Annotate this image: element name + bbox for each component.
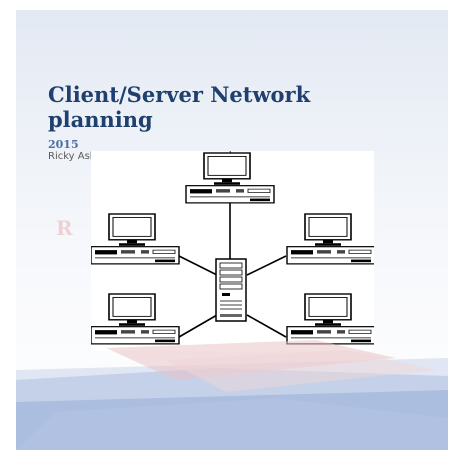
workstation-upper-right <box>286 213 374 265</box>
workstation-upper-left <box>91 213 180 265</box>
workstation-lower-left <box>91 293 180 345</box>
network-links <box>178 203 287 338</box>
document-author: Ricky Asher <box>48 151 107 162</box>
server-icon <box>215 258 247 322</box>
decorative-band <box>16 340 448 450</box>
document-title: Client/Server Network planning <box>48 82 311 132</box>
document-year: 2015 <box>48 138 79 151</box>
network-diagram-svg <box>91 151 374 345</box>
workstation-top <box>185 152 275 204</box>
workstation-lower-right <box>286 293 374 345</box>
network-diagram <box>91 151 374 351</box>
cover-page: Client/Server Network planning 2015 Rick… <box>16 10 448 450</box>
